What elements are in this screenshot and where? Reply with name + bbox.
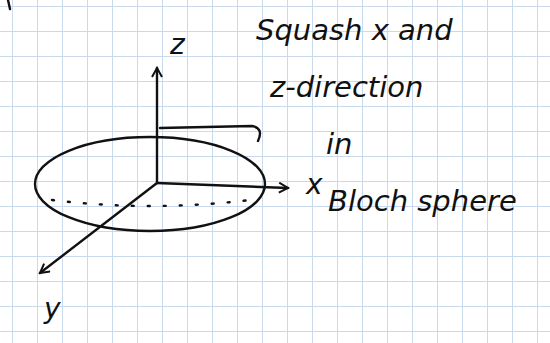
axis-label: y [44, 292, 61, 326]
squashed-sphere [35, 137, 265, 231]
x-axis [157, 183, 288, 188]
z-axis [156, 68, 158, 183]
axis-label: z [170, 28, 185, 62]
squash-arrow [160, 126, 260, 141]
y-axis [40, 183, 157, 273]
axis-label: x [306, 168, 323, 202]
handwritten-note: Squash x and z-direction in Bloch sphere [256, 2, 517, 230]
pen-mark [8, 0, 10, 9]
equator-dashed [52, 200, 250, 206]
